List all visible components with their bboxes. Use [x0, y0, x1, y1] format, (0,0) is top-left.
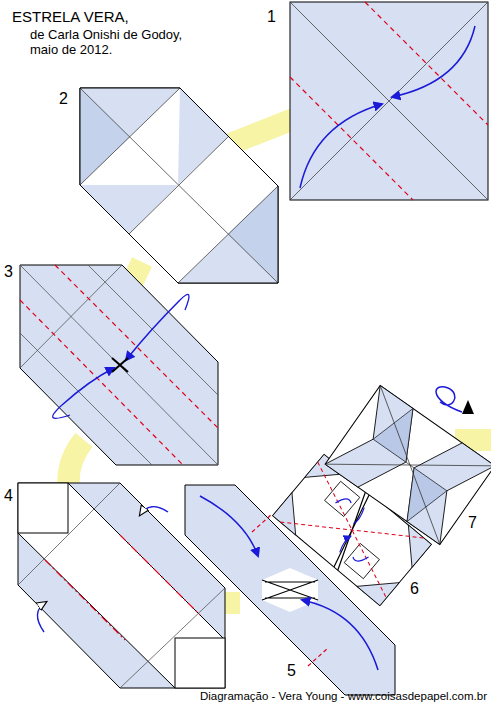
author-date: de Carla Onishi de Godoy, maio de 2012. [30, 28, 208, 58]
step-1-square [290, 2, 488, 200]
step-number: 5 [287, 662, 296, 680]
step-7-model [325, 386, 491, 545]
step-number: 6 [410, 580, 419, 598]
credit-footer: Diagramação - Vera Young - www.coisasdep… [200, 690, 487, 703]
step-2-fold [80, 88, 278, 283]
rotate-symbol [436, 387, 462, 412]
step-number: 2 [59, 90, 68, 108]
step-number: 1 [267, 8, 276, 26]
step-3-fold [20, 265, 218, 465]
title: ESTRELA VERA, [12, 8, 129, 25]
step-number: 3 [4, 263, 13, 281]
step-number: 4 [4, 487, 13, 505]
step-number: 7 [468, 514, 477, 532]
rotate-arrowhead [462, 400, 474, 414]
